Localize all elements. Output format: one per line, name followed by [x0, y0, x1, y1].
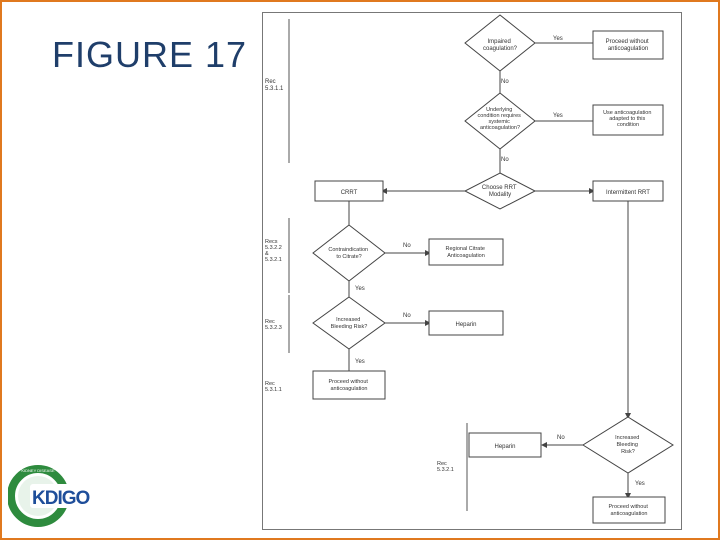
slide-title: FIGURE 17	[52, 34, 248, 75]
d1-yes-box-text: Proceed without anticoagulation	[606, 39, 651, 52]
d2-no-label: No	[501, 157, 509, 163]
rec-21-text: Rec 5.3.2.1	[437, 461, 454, 473]
d4-text: Contraindication to Citrate?	[328, 247, 369, 260]
flowchart-svg: Impaired coagulation? Yes Proceed withou…	[265, 14, 674, 524]
rec-23-text: Rec 5.3.2.3	[265, 319, 282, 331]
d4-no-label: No	[403, 243, 411, 249]
d1-no-label: No	[501, 79, 509, 85]
d2-yes-box-text: Use anticoagulation adapted to this cond…	[603, 110, 653, 128]
svg-text:KIDNEY DISEASE: KIDNEY DISEASE	[21, 468, 55, 473]
rec-top-text: Rec 5.3.1.1	[265, 79, 284, 92]
d1-text: Impaired coagulation?	[483, 39, 518, 52]
d5-text: Increased Bleeding Risk?	[331, 317, 368, 330]
d5-yes-box-text: Proceed without anticoagulation	[329, 379, 370, 392]
box-regional-citrate	[428, 238, 504, 266]
d2-text: Underlying condition requires systemic a…	[478, 107, 523, 131]
d6-text: Increased Bleeding Risk?	[615, 435, 641, 455]
box-proceed-without-1	[592, 30, 664, 60]
d4-no-box-text: Regional Citrate Anticoagulation	[446, 246, 487, 259]
crrt-text: CRRT	[341, 190, 358, 196]
box-proceed-without-3	[592, 496, 666, 524]
d5-no-label: No	[403, 313, 411, 319]
d5-no-box-text: Heparin	[455, 322, 476, 328]
decision-choose-rrt	[463, 172, 537, 210]
d1-yes-label: Yes	[553, 36, 563, 42]
box-use-anticoagulation	[592, 104, 664, 136]
d6-no-label: No	[557, 435, 565, 441]
intermittent-text: Intermittent RRT	[606, 190, 650, 196]
anticoagulation-flowchart: Impaired coagulation? Yes Proceed withou…	[262, 12, 682, 530]
decision-bleeding-risk-crrt	[312, 296, 386, 350]
d6-yes-box-text: Proceed without anticoagulation	[609, 504, 650, 517]
d2-yes-label: Yes	[553, 113, 563, 119]
d5-yes-label: Yes	[355, 359, 365, 365]
d3-text: Choose RRT Modality	[482, 185, 518, 198]
d6-yes-label: Yes	[635, 481, 645, 487]
box-heparin-intermittent	[468, 432, 542, 458]
d6-no-box-text: Heparin	[494, 444, 515, 450]
rec-low-text: Rec 5.3.1.1	[265, 381, 282, 393]
kdigo-logo: KDIGO KIDNEY DISEASE	[7, 462, 104, 530]
d4-yes-label: Yes	[355, 286, 365, 292]
box-proceed-without-2	[312, 370, 386, 400]
rec-mid-text: Recs 5.3.2.2 & 5.3.2.1	[265, 239, 283, 263]
svg-text:KDIGO: KDIGO	[32, 488, 90, 509]
decision-contraindication-citrate	[312, 224, 386, 282]
box-heparin-crrt	[428, 310, 504, 336]
